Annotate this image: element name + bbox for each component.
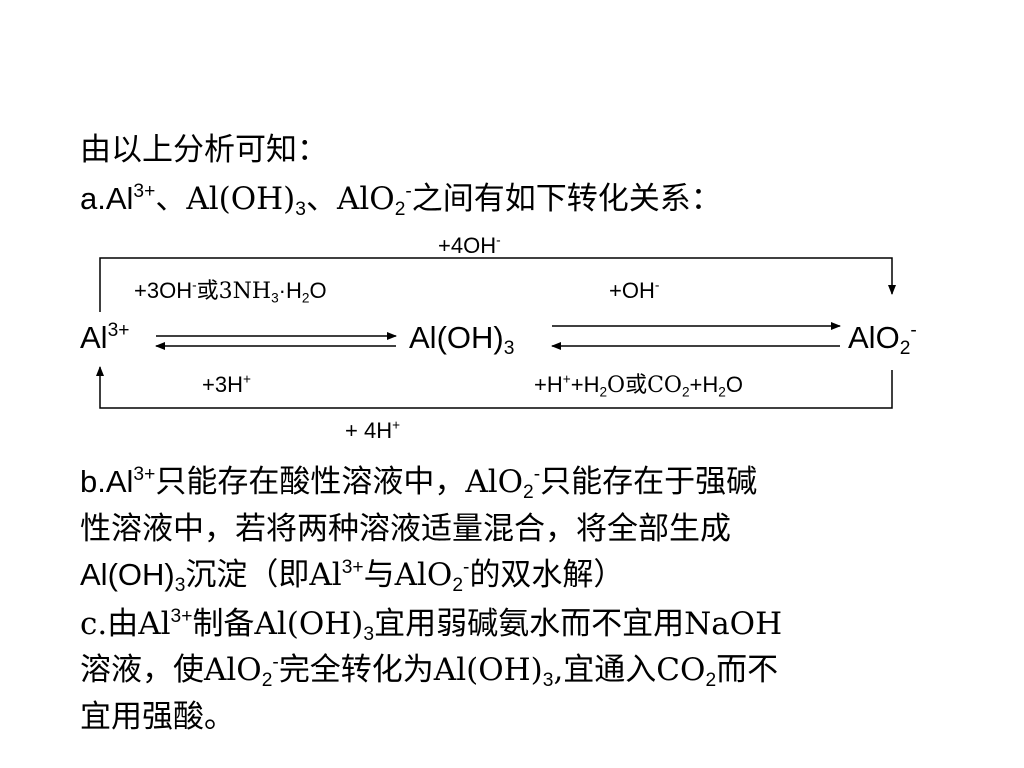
point-b-line-2: 性溶液中，若将两种溶液适量混合，将全部生成 (80, 511, 731, 547)
species-alo2minus: AlO2- (848, 320, 917, 360)
species-al3plus: Al3+ (80, 320, 130, 355)
label-plus-3oh-or-nh3: +3OH-或3NH3·H2O (134, 277, 327, 306)
point-c-line-1: c.由Al3+制备Al(OH)3宜用弱碱氨水而不宜用NaOH (80, 606, 783, 646)
intro-line: 由以上分析可知： (80, 132, 328, 168)
label-plus-4oh: +4OH- (438, 232, 501, 258)
point-b-line-1: b.Al3+只能存在酸性溶液中，AlO2-只能存在于强碱 (80, 464, 758, 504)
species-aloh3: Al(OH)3 (409, 320, 515, 360)
point-a-line: a.Al3+、Al(OH)3、AlO2-之间有如下转化关系： (80, 181, 722, 221)
label-plus-3h: +3H+ (202, 371, 251, 397)
label-plus-4h: + 4H+ (345, 417, 401, 443)
point-c-line-3: 宜用强酸。 (80, 699, 235, 735)
label-plus-oh: +OH- (609, 277, 660, 303)
label-plus-h-h2o-or-co2: +H++H2O或CO2+H2O (534, 371, 743, 400)
point-c-line-2: 溶液，使AlO2-完全转化为Al(OH)3,宜通入CO2而不 (80, 652, 779, 692)
bottom-bracket-arrow (96, 366, 893, 409)
point-b-line-3: Al(OH)3沉淀（即Al3+与AlO2-的双水解） (80, 557, 625, 597)
top-bracket-arrow (99, 257, 896, 312)
